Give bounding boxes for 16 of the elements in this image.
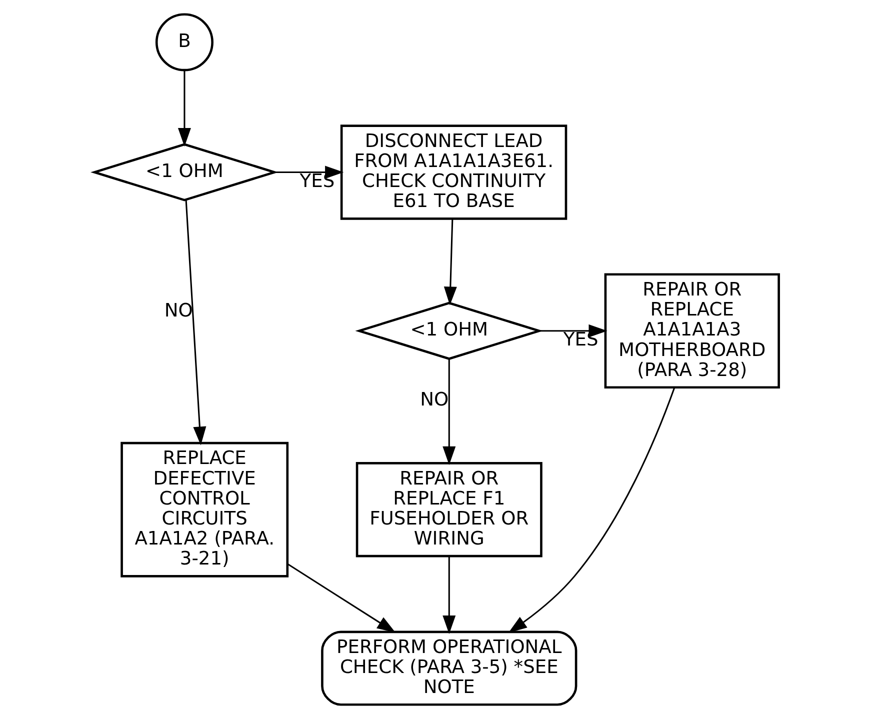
edge-label: NO bbox=[420, 389, 449, 410]
node-box: DISCONNECT LEAD FROM A1A1A1A3E61. CHECK CONTINUITY E61 TO BASE bbox=[340, 124, 568, 220]
node-diamond: <1 OHM bbox=[90, 143, 278, 202]
arrow bbox=[508, 387, 676, 633]
arrow bbox=[178, 70, 191, 147]
edge-label: NO bbox=[164, 300, 193, 322]
node-box: REPAIR OR REPLACE A1A1A1A3 MOTHERBOARD (PARA 3-28) bbox=[604, 273, 780, 389]
node-box: REPLACE DEFECTIVE CONTROL CIRCUITS A1A1A2 (PARA. 3-21) bbox=[120, 442, 289, 578]
node-box: REPAIR OR REPLACE F1 FUSEHOLDER OR WIRING bbox=[356, 462, 542, 558]
arrow bbox=[185, 200, 206, 446]
arrow bbox=[442, 556, 456, 634]
node-circle: B bbox=[155, 13, 214, 72]
arrow bbox=[444, 218, 457, 306]
node-box: PERFORM OPERATIONAL CHECK (PARA 3-5) *SEE NOTE bbox=[321, 630, 578, 706]
arrow bbox=[442, 359, 456, 466]
arrow bbox=[288, 564, 396, 633]
